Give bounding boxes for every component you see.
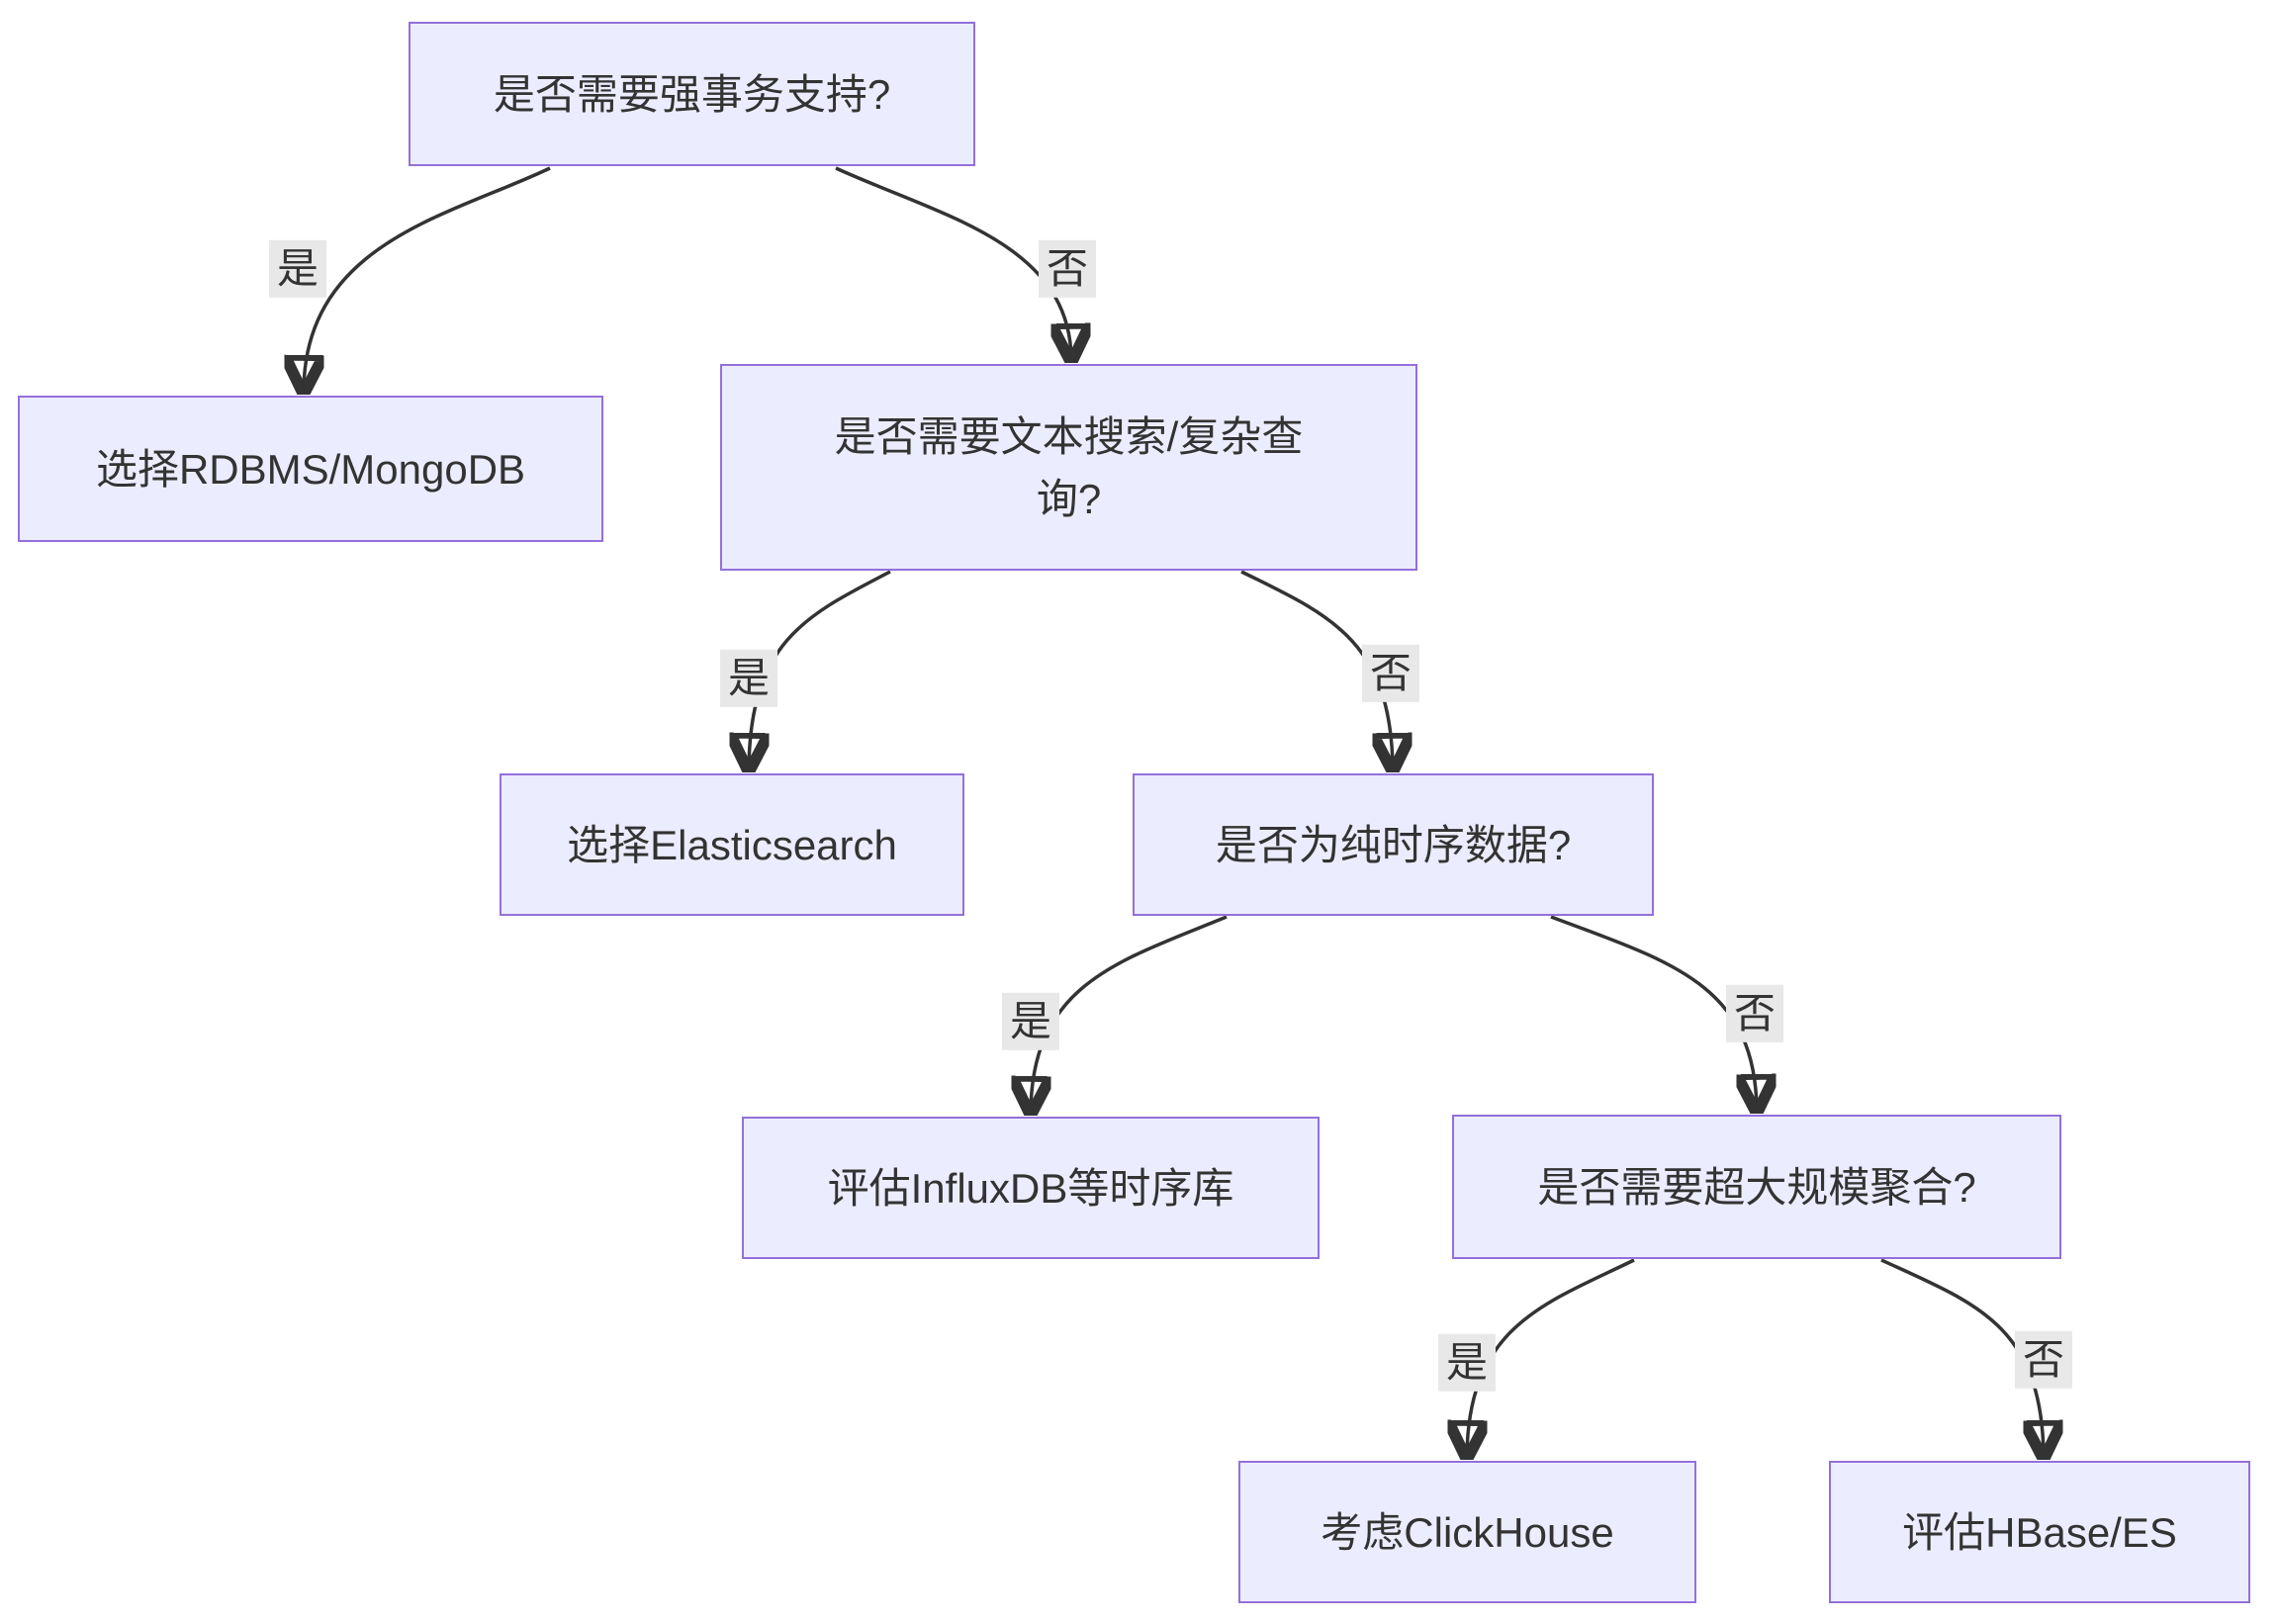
- node-answer-rdbms-mongodb: 选择RDBMS/MongoDB: [18, 396, 603, 542]
- edge-label-timeseries-no: 否: [1725, 984, 1784, 1043]
- edge-textsearch-yes: [749, 570, 891, 767]
- node-label: 考虑ClickHouse: [1321, 1508, 1614, 1556]
- node-answer-hbase-es: 评估HBase/ES: [1829, 1461, 2250, 1603]
- node-question-timeseries: 是否为纯时序数据?: [1133, 773, 1654, 916]
- edge-label-textsearch-no: 否: [1361, 644, 1420, 703]
- edge-transaction-no: [835, 166, 1071, 358]
- edge-timeseries-yes: [1031, 915, 1228, 1111]
- node-label: 选择Elasticsearch: [567, 821, 897, 868]
- edge-label-textsearch-yes: 是: [719, 649, 778, 708]
- edge-label-transaction-yes: 是: [268, 239, 327, 299]
- node-answer-elasticsearch: 选择Elasticsearch: [500, 773, 964, 916]
- edge-textsearch-no: [1240, 570, 1393, 767]
- node-question-text-search: 是否需要文本搜索/复杂查询?: [720, 364, 1417, 571]
- node-answer-clickhouse: 考虑ClickHouse: [1238, 1461, 1696, 1603]
- node-label: 是否需要强事务支持?: [493, 70, 891, 118]
- node-label: 是否需要超大规模聚合?: [1537, 1163, 1976, 1211]
- edge-aggregation-yes: [1467, 1258, 1635, 1455]
- edge-transaction-yes: [304, 166, 551, 390]
- edge-aggregation-no: [1880, 1258, 2044, 1455]
- edge-timeseries-no: [1550, 915, 1757, 1109]
- node-question-aggregation: 是否需要超大规模聚合?: [1452, 1115, 2061, 1259]
- node-answer-influxdb: 评估InfluxDB等时序库: [742, 1117, 1320, 1259]
- edge-label-transaction-no: 否: [1038, 239, 1097, 299]
- node-label: 选择RDBMS/MongoDB: [95, 445, 526, 493]
- node-label: 是否需要文本搜索/复杂查询?: [834, 412, 1304, 522]
- node-label: 是否为纯时序数据?: [1215, 821, 1572, 868]
- node-label: 评估HBase/ES: [1902, 1508, 2177, 1556]
- edge-label-aggregation-no: 否: [2014, 1330, 2073, 1390]
- edge-label-aggregation-yes: 是: [1437, 1333, 1497, 1393]
- edge-label-timeseries-yes: 是: [1001, 992, 1060, 1051]
- node-label: 评估InfluxDB等时序库: [827, 1164, 1234, 1212]
- node-question-transaction: 是否需要强事务支持?: [409, 22, 975, 166]
